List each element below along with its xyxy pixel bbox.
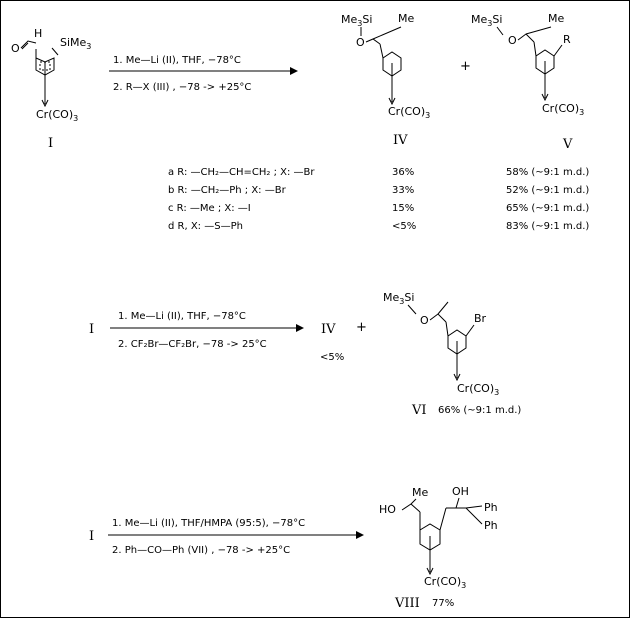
v-me-label: Me [548,12,564,25]
row-d-iv: <5% [392,221,416,232]
plus-sign-2: + [356,320,367,335]
viii-ph2-label: Ph [484,519,498,532]
scheme2-iv-yield: <5% [320,352,344,363]
roman-i: I [48,136,53,151]
yield-table: a R: —CH₂—CH=CH₂ ; X: —Br 36% 58% (~9:1 … [168,167,589,232]
step1-conditions: 1. Me—Li (II), THF, −78°C [113,55,241,66]
arrow-head-1 [290,67,298,75]
scheme2-product-iv: IV [321,322,336,337]
reaction-arrow-1: 1. Me—Li (II), THF, −78°C 2. R—X (III) ,… [109,55,298,93]
cr-label-vi: Cr(CO)3 [457,382,499,397]
silyl-label: SiMe3 [60,36,91,51]
arrow-head-2 [296,324,304,332]
product-iv: Me3Si O Me Cr(CO)3 IV [341,12,430,148]
viii-yield: 77% [432,598,454,609]
ring-viii [419,523,441,551]
scheme2-step1: 1. Me—Li (II), THF, −78°C [118,311,246,322]
step2-conditions: 2. R—X (III) , −78 -> +25°C [113,82,251,93]
vi-silyl-label: Me3Si [383,291,414,306]
scheme3-start-i: I [89,529,94,544]
iv-silyl-label: Me3Si [341,13,372,28]
scheme2-step2: 2. CF₂Br—CF₂Br, −78 -> 25°C [118,339,267,350]
iv-me-label: Me [398,12,414,25]
viii-ho-label: HO [379,503,396,516]
ring-iv [382,51,402,77]
iv-o-label: O [356,36,365,49]
plus-sign-1: + [460,59,471,74]
arrow-head-3 [356,531,364,539]
scheme3-step2: 2. Ph—CO—Ph (VII) , −78 -> +25°C [112,545,290,556]
cr-label-v: Cr(CO)3 [542,102,584,117]
cr-label-i: Cr(CO)3 [36,108,78,123]
viii-me-label: Me [412,486,428,499]
v-o-label: O [508,34,517,47]
row-a-v: 58% (~9:1 m.d.) [506,167,589,178]
v-silyl-label: Me3Si [471,13,502,28]
cr-label-iv: Cr(CO)3 [388,105,430,120]
product-v: Me3Si O Me R Cr(CO)3 V [471,12,584,152]
cr-arrow-v [541,61,549,102]
vi-br-label: Br [474,312,487,325]
row-b-iv: 33% [392,185,414,196]
roman-vi: VI [411,403,427,418]
ring-v [535,49,555,75]
row-d-label: d R, X: —S—Ph [168,221,243,232]
ring-i-inner [39,61,51,71]
compound-i: H O SiMe3 Cr(CO)3 I [11,27,91,151]
row-a-iv: 36% [392,167,414,178]
viii-ring-links [419,507,447,531]
roman-iv: IV [393,133,408,148]
cr-arrow-vi [453,341,461,382]
row-b-label: b R: —CH₂—Ph ; X: —Br [168,185,287,196]
vi-yield: 66% (~9:1 m.d.) [438,405,521,416]
iv-sidechain [360,26,402,45]
ring-vi [447,329,467,355]
scheme2-start-i: I [89,322,94,337]
row-a-label: a R: —CH₂—CH=CH₂ ; X: —Br [168,167,315,178]
aldehyde-double-bond [21,42,29,50]
roman-v: V [562,137,573,152]
reaction-arrow-2: 1. Me—Li (II), THF, −78°C 2. CF₂Br—CF₂Br… [110,311,304,350]
product-vi: Me3Si O Br Cr(CO)3 VI 66% (~9:1 m.d.) [383,291,521,418]
product-viii: HO Me OH Ph Ph Cr(CO)3 VIII 77% [379,485,498,611]
aldehyde-bond [20,40,37,49]
vi-o-label: O [420,314,429,327]
vi-ring-links [445,321,475,337]
row-c-iv: 15% [392,203,414,214]
v-r-label: R [563,33,571,46]
aldehyde-o-label: O [11,42,20,55]
v-sidechain [496,26,552,43]
viii-oh-label: OH [452,485,469,498]
viii-ph1-label: Ph [484,501,498,514]
viii-sidechain [401,497,483,525]
row-c-v: 65% (~9:1 m.d.) [506,203,589,214]
row-d-v: 83% (~9:1 m.d.) [506,221,589,232]
cr-label-viii: Cr(CO)3 [424,575,466,590]
iv-ring-link [379,43,384,59]
reaction-arrow-3: 1. Me—Li (II), THF/HMPA (95:5), −78°C 2.… [108,518,364,556]
silyl-bond [51,47,59,56]
row-c-label: c R: —Me ; X: —I [168,203,251,214]
aldehyde-h-label: H [34,27,42,40]
cr-arrow-iv [388,63,396,106]
roman-viii: VIII [394,596,420,611]
cr-arrow-i [41,62,49,108]
row-b-v: 52% (~9:1 m.d.) [506,185,589,196]
v-ring-links [533,41,563,57]
cr-arrow-viii [426,536,434,576]
scheme3-step1: 1. Me—Li (II), THF/HMPA (95:5), −78°C [112,518,305,529]
vi-sidechain [407,301,449,323]
